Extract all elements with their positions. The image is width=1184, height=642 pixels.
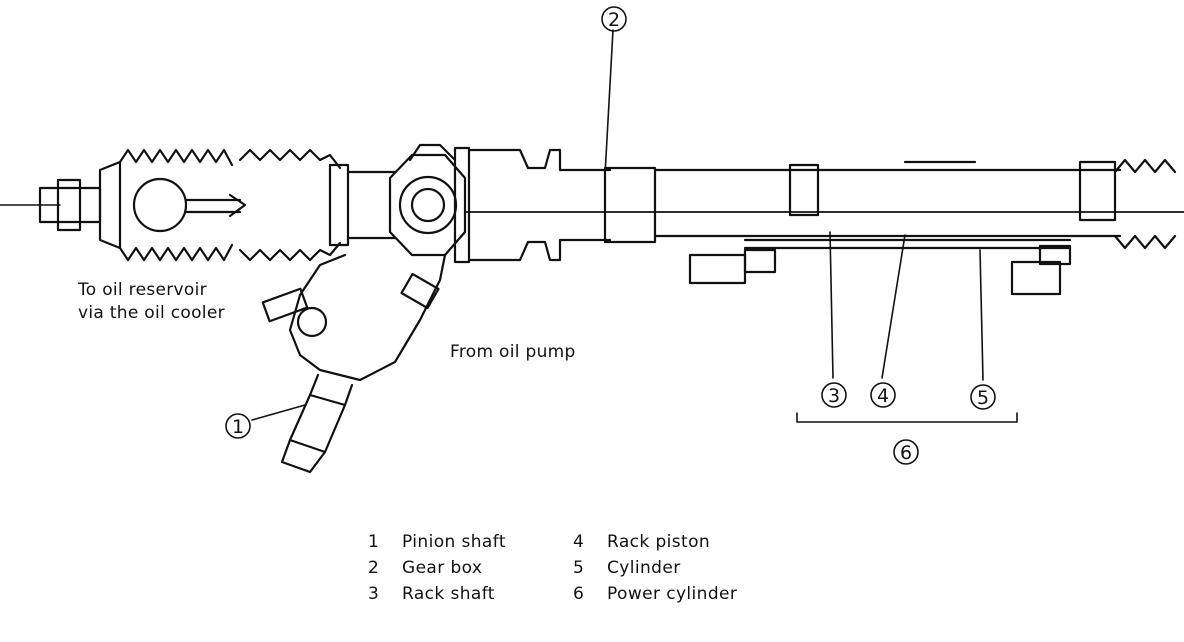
valve-housing	[261, 253, 447, 407]
callout-2: 2	[608, 9, 620, 31]
callout-circle-1	[225, 413, 251, 439]
hydraulic-line	[743, 238, 1072, 250]
legend-item: 1 Pinion shaft	[368, 532, 573, 552]
callout-3: 3	[828, 385, 840, 407]
ball-joint-left	[132, 177, 247, 233]
leader-1	[251, 404, 306, 421]
parts-legend: 1 Pinion shaft 4 Rack piston 2 Gear box …	[368, 532, 773, 604]
leader-2	[604, 29, 614, 176]
line-fitting-mid	[743, 248, 777, 274]
leader-5	[979, 249, 984, 381]
legend-item: 3 Rack shaft	[368, 584, 573, 604]
legend-number: 5	[573, 558, 585, 578]
legend-label: Rack shaft	[402, 584, 495, 604]
bellows-boot-left-inner	[238, 148, 342, 262]
callout-4: 4	[877, 385, 889, 407]
legend-number: 4	[573, 532, 585, 552]
callout-1: 1	[232, 416, 244, 438]
power-cylinder-tube	[653, 160, 1122, 238]
legend-item: 2 Gear box	[368, 558, 573, 578]
leader-3	[829, 231, 834, 379]
legend-label: Pinion shaft	[402, 532, 506, 552]
callout-circle-6	[893, 439, 919, 465]
bracket-6	[796, 412, 1018, 423]
legend-number: 2	[368, 558, 380, 578]
callout-6: 6	[900, 442, 912, 464]
legend-label: Power cylinder	[607, 584, 738, 604]
legend-label: Rack piston	[607, 532, 711, 552]
leader-4	[881, 234, 906, 379]
return-line-label-1: To oil reservoir	[77, 280, 207, 300]
line-fitting-left	[688, 253, 747, 285]
legend-number: 6	[573, 584, 585, 604]
legend-label: Cylinder	[607, 558, 681, 578]
line-clamp	[1038, 244, 1072, 266]
callout-5: 5	[977, 387, 989, 409]
callout-circle-5	[970, 384, 996, 410]
bellows-boot-left	[118, 148, 234, 262]
pinion-shaft	[280, 393, 347, 474]
return-line-label-2: via the oil cooler	[78, 303, 225, 323]
legend-item: 6 Power cylinder	[573, 584, 773, 604]
callout-circle-2	[601, 6, 627, 32]
legend-label: Gear box	[402, 558, 483, 578]
legend-number: 3	[368, 584, 380, 604]
line-fitting-right	[1010, 260, 1062, 296]
legend-number: 1	[368, 532, 380, 552]
callout-circle-4	[870, 382, 896, 408]
gear-box-housing	[388, 143, 657, 264]
callout-circle-3	[821, 382, 847, 408]
legend-item: 5 Cylinder	[573, 558, 773, 578]
boot-clamp-left	[328, 163, 350, 247]
supply-label: From oil pump	[450, 342, 576, 362]
legend-item: 4 Rack piston	[573, 532, 773, 552]
bellows-boot-right	[1113, 158, 1177, 250]
